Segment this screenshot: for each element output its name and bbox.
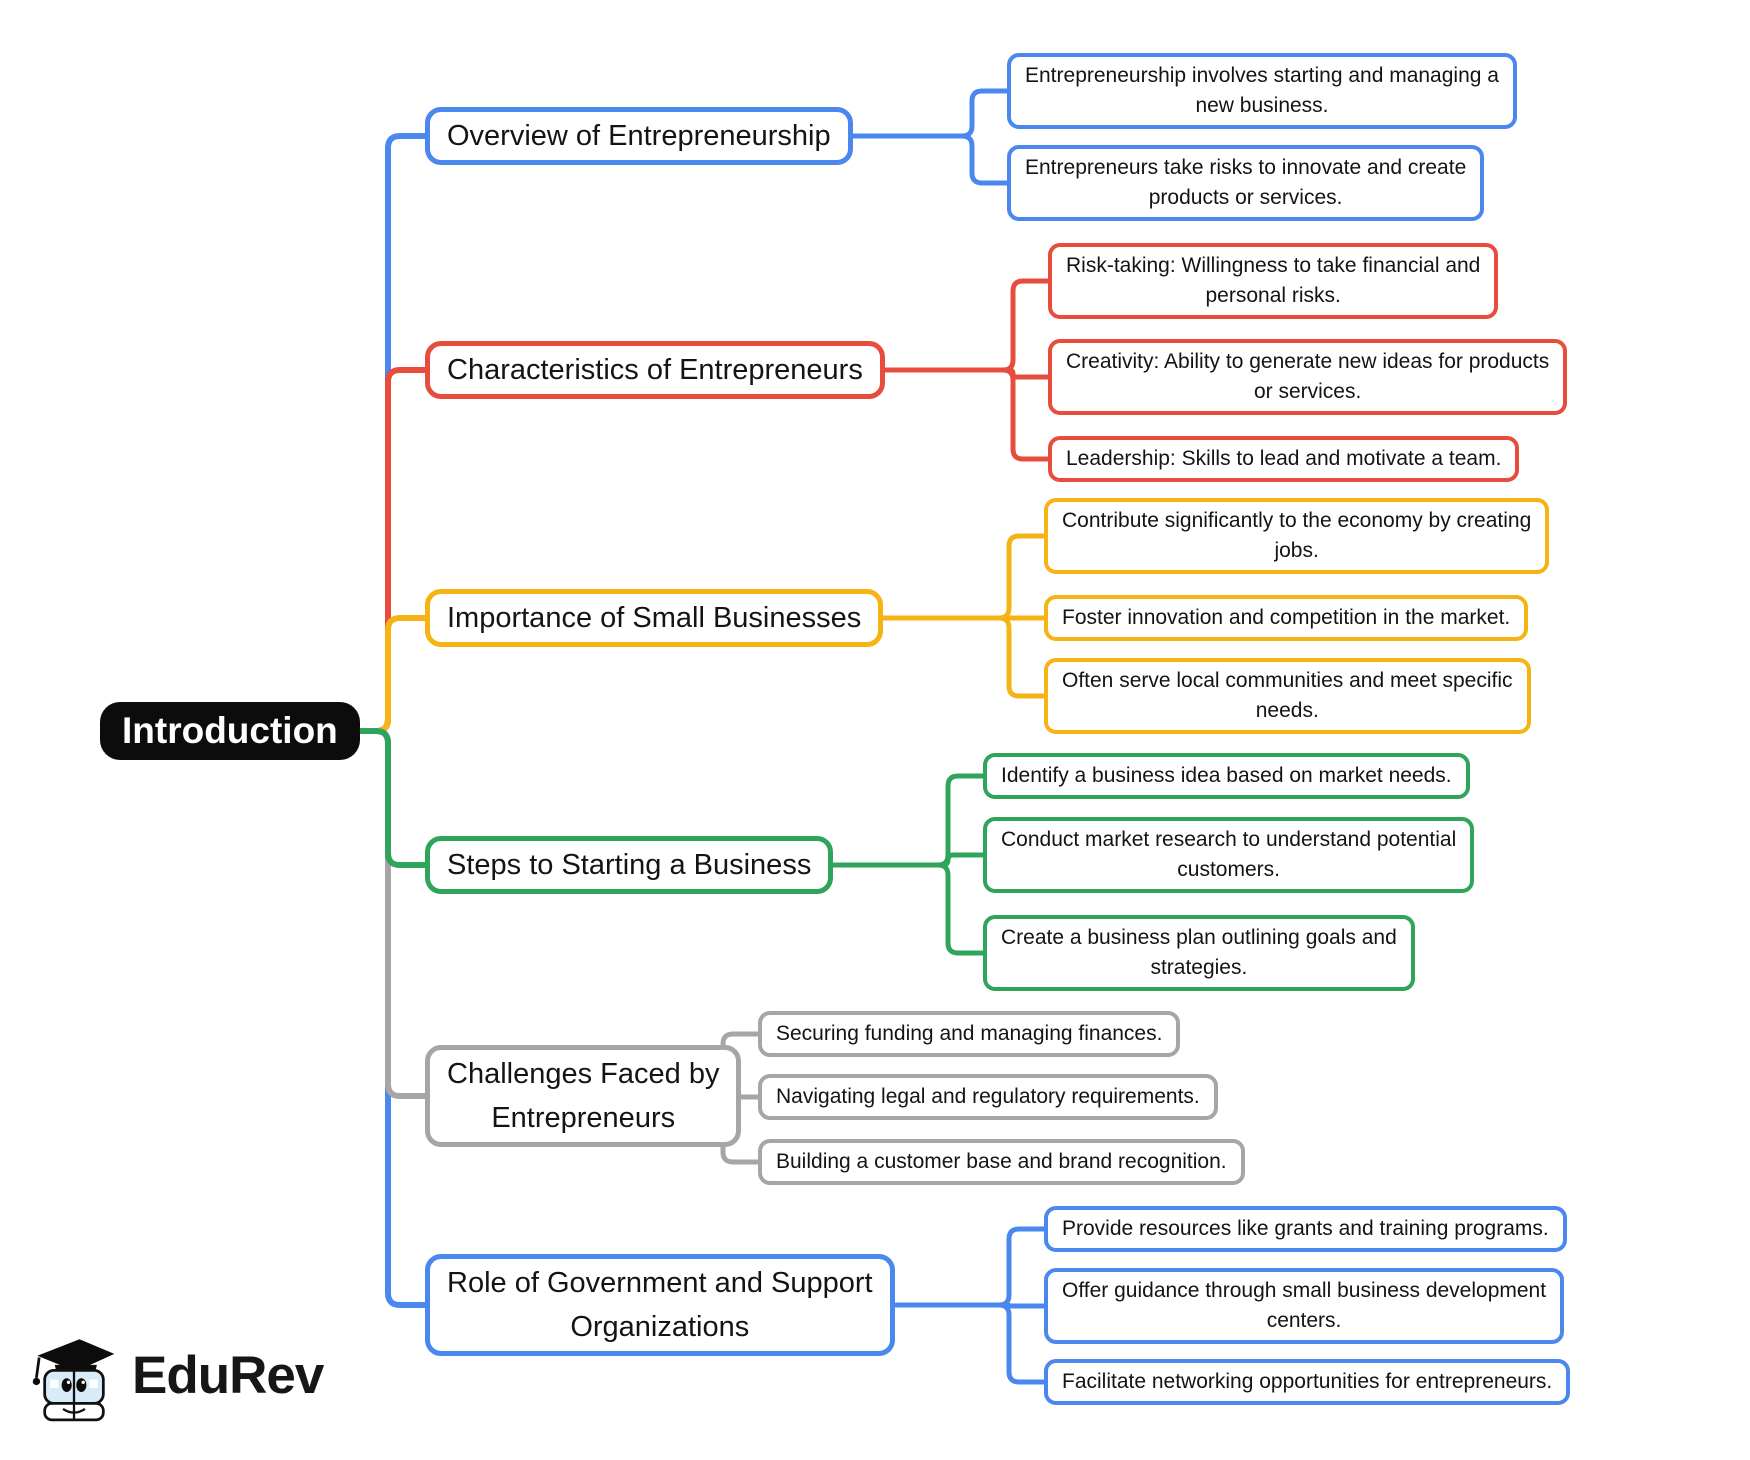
leaf-securing-funding: Securing funding and managing finances. [758,1011,1181,1057]
leaf-foster-innovation: Foster innovation and competition in the… [1044,595,1529,641]
leaf-building-customer-base: Building a customer base and brand recog… [758,1139,1245,1185]
edurev-logo: EduRev [30,1328,324,1422]
branch-challenges-faced-by-entrepreneurs: Challenges Faced by Entrepreneurs [425,1045,742,1147]
branch-role-of-government-and-support: Role of Government and Support Organizat… [425,1254,895,1356]
leaf-risk-taking: Risk-taking: Willingness to take financi… [1048,243,1499,319]
leaf-identify-business-idea: Identify a business idea based on market… [983,753,1470,799]
edurev-logo-text: EduRev [132,1345,324,1405]
branch-steps-to-starting-a-business: Steps to Starting a Business [425,836,834,894]
leaf-offer-guidance: Offer guidance through small business de… [1044,1268,1565,1344]
leaf-creativity: Creativity: Ability to generate new idea… [1048,339,1568,415]
branch-importance-of-small-businesses: Importance of Small Businesses [425,589,884,647]
leaf-navigating-legal: Navigating legal and regulatory requirem… [758,1074,1218,1120]
edurev-mascot-icon [32,1339,115,1422]
leaf-leadership: Leadership: Skills to lead and motivate … [1048,436,1520,482]
leaf-entrepreneurship-definition: Entrepreneurship involves starting and m… [1007,53,1517,129]
leaf-create-business-plan: Create a business plan outlining goals a… [983,915,1415,991]
leaf-contribute-to-economy: Contribute significantly to the economy … [1044,498,1550,574]
leaf-conduct-market-research: Conduct market research to understand po… [983,817,1475,893]
root-node-introduction: Introduction [100,702,360,760]
leaf-entrepreneurs-take-risks: Entrepreneurs take risks to innovate and… [1007,145,1485,221]
leaf-serve-local-communities: Often serve local communities and meet s… [1044,658,1531,734]
branch-characteristics-of-entrepreneurs: Characteristics of Entrepreneurs [425,341,885,399]
leaf-provide-resources: Provide resources like grants and traini… [1044,1206,1567,1252]
leaf-facilitate-networking: Facilitate networking opportunities for … [1044,1359,1571,1405]
branch-overview-of-entrepreneurship: Overview of Entrepreneurship [425,107,853,165]
